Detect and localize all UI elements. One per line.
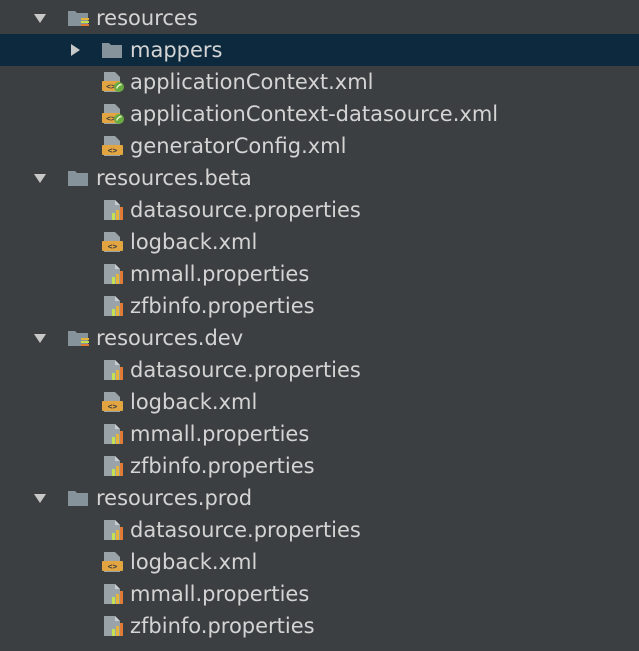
properties-file-icon	[101, 615, 125, 637]
tree-node-label: mmall.properties	[130, 262, 310, 286]
tree-folder-node[interactable]: resources.dev	[0, 322, 639, 354]
resources-folder-icon	[67, 327, 91, 349]
tree-file-node[interactable]: <> logback.xml	[0, 226, 639, 258]
tree-folder-node[interactable]: mappers	[0, 34, 639, 66]
tree-file-node[interactable]: <> logback.xml	[0, 546, 639, 578]
expand-arrow-down-icon[interactable]	[31, 9, 49, 27]
tree-file-node[interactable]: zfbinfo.properties	[0, 290, 639, 322]
tree-folder-node[interactable]: resources	[0, 2, 639, 34]
tree-node-label: applicationContext-datasource.xml	[130, 102, 499, 126]
folder-icon	[67, 487, 91, 509]
tree-node-label: datasource.properties	[130, 518, 361, 542]
tree-file-node[interactable]: <> applicationContext-datasource.xml	[0, 98, 639, 130]
resources-folder-icon	[67, 7, 91, 29]
tree-node-label: mmall.properties	[130, 422, 310, 446]
tree-file-node[interactable]: zfbinfo.properties	[0, 450, 639, 482]
tree-node-label: applicationContext.xml	[130, 70, 374, 94]
tree-file-node[interactable]: zfbinfo.properties	[0, 610, 639, 642]
tree-file-node[interactable]: datasource.properties	[0, 194, 639, 226]
properties-file-icon	[101, 359, 125, 381]
xml-file-icon: <>	[101, 391, 125, 413]
tree-node-label: resources.beta	[96, 166, 252, 190]
properties-file-icon	[101, 423, 125, 445]
tree-node-label: resources.dev	[96, 326, 244, 350]
svg-text:<>: <>	[106, 82, 116, 91]
tree-node-label: zfbinfo.properties	[130, 294, 315, 318]
properties-file-icon	[101, 455, 125, 477]
tree-node-label: mappers	[130, 38, 223, 62]
tree-file-node[interactable]: <> logback.xml	[0, 386, 639, 418]
expand-arrow-down-icon[interactable]	[31, 489, 49, 507]
tree-node-label: logback.xml	[130, 390, 258, 414]
tree-node-label: zfbinfo.properties	[130, 614, 315, 638]
expand-arrow-down-icon[interactable]	[31, 169, 49, 187]
spring-xml-file-icon: <>	[101, 71, 125, 93]
xml-file-icon: <>	[101, 551, 125, 573]
properties-file-icon	[101, 199, 125, 221]
tree-node-label: logback.xml	[130, 230, 258, 254]
xml-file-icon: <>	[101, 135, 125, 157]
tree-node-label: logback.xml	[130, 550, 258, 574]
svg-text:<>: <>	[108, 402, 118, 411]
svg-text:<>: <>	[106, 114, 116, 123]
xml-file-icon: <>	[101, 231, 125, 253]
tree-file-node[interactable]: datasource.properties	[0, 514, 639, 546]
properties-file-icon	[101, 583, 125, 605]
tree-node-label: mmall.properties	[130, 582, 310, 606]
expand-arrow-down-icon[interactable]	[31, 329, 49, 347]
tree-folder-node[interactable]: resources.beta	[0, 162, 639, 194]
folder-icon	[101, 39, 125, 61]
tree-node-label: zfbinfo.properties	[130, 454, 315, 478]
tree-file-node[interactable]: mmall.properties	[0, 418, 639, 450]
tree-file-node[interactable]: <> generatorConfig.xml	[0, 130, 639, 162]
tree-file-node[interactable]: mmall.properties	[0, 578, 639, 610]
svg-text:<>: <>	[108, 562, 118, 571]
folder-icon	[67, 167, 91, 189]
tree-folder-node[interactable]: resources.prod	[0, 482, 639, 514]
tree-node-label: datasource.properties	[130, 198, 361, 222]
spring-xml-file-icon: <>	[101, 103, 125, 125]
tree-file-node[interactable]: mmall.properties	[0, 258, 639, 290]
properties-file-icon	[101, 263, 125, 285]
properties-file-icon	[101, 295, 125, 317]
tree-node-label: resources.prod	[96, 486, 253, 510]
svg-text:<>: <>	[108, 146, 118, 155]
tree-node-label: generatorConfig.xml	[130, 134, 347, 158]
tree-node-label: resources	[96, 6, 198, 30]
properties-file-icon	[101, 519, 125, 541]
tree-file-node[interactable]: datasource.properties	[0, 354, 639, 386]
tree-file-node[interactable]: <> applicationContext.xml	[0, 66, 639, 98]
svg-text:<>: <>	[108, 242, 118, 251]
tree-node-label: datasource.properties	[130, 358, 361, 382]
collapse-arrow-right-icon[interactable]	[66, 41, 84, 59]
